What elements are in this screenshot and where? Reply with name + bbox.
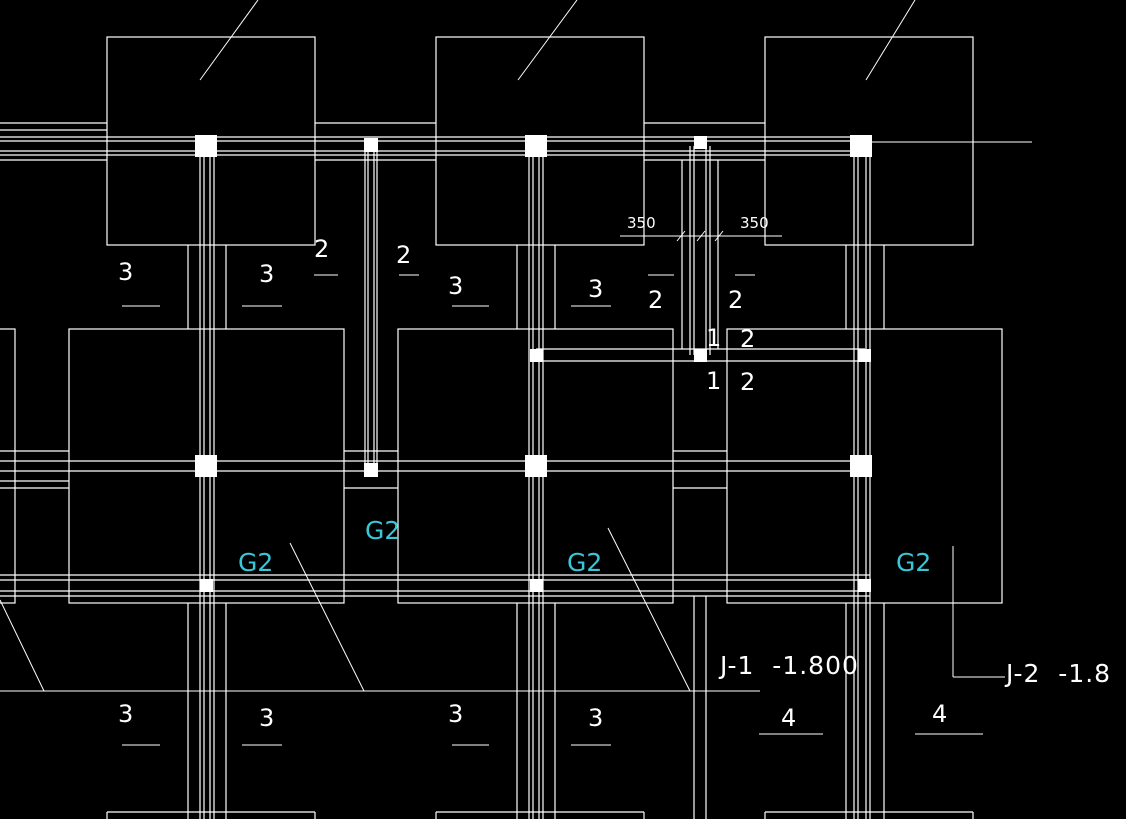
footing-outlines [0, 36, 1003, 819]
rebar-mark: 2 [648, 286, 663, 314]
footing-outline [397, 328, 674, 604]
beam-tags: G2 G2 G2 G2 [238, 516, 931, 577]
footing-labels: J-1 -1.800 J-2 -1.8 [718, 651, 1111, 688]
footing-outline [68, 328, 345, 604]
column-large[interactable] [525, 135, 547, 157]
footing-outline [0, 328, 16, 604]
leader-lines [0, 0, 1005, 692]
column-small[interactable] [364, 138, 378, 152]
rebar-mark: 3 [118, 258, 133, 286]
footing-label-j2[interactable]: J-2 -1.8 [1004, 659, 1111, 688]
dimension-value-right: 350 [740, 214, 769, 232]
column-large[interactable] [195, 455, 217, 477]
column-large[interactable] [195, 135, 217, 157]
rebar-mark: 1 [706, 367, 721, 395]
rebar-mark: 2 [740, 368, 755, 396]
rebar-marks: 3 3 2 2 3 3 2 2 1 2 1 2 3 3 3 3 4 4 [118, 235, 983, 746]
rebar-mark: 3 [588, 275, 603, 303]
rebar-mark: 2 [396, 241, 411, 269]
rebar-mark: 3 [259, 704, 274, 732]
horizontal-beams [0, 122, 1032, 692]
dimension-annotation: 350 350 [620, 214, 782, 242]
column-large[interactable] [525, 455, 547, 477]
rebar-mark: 2 [314, 235, 329, 263]
column-small[interactable] [694, 136, 707, 149]
rebar-mark: 1 [706, 324, 721, 352]
beam-tag[interactable]: G2 [238, 548, 273, 577]
vertical-beams [187, 146, 885, 819]
columns [195, 135, 872, 592]
beam-tag[interactable]: G2 [365, 516, 400, 545]
footing-outline [726, 328, 1003, 604]
column-small[interactable] [858, 579, 871, 592]
rebar-mark: 3 [118, 700, 133, 728]
rebar-mark: 3 [448, 272, 463, 300]
column-small[interactable] [530, 349, 543, 362]
rebar-mark: 4 [781, 704, 796, 732]
column-small[interactable] [200, 579, 213, 592]
dimension-value-left: 350 [627, 214, 656, 232]
column-small[interactable] [858, 349, 871, 362]
footing-label-j1[interactable]: J-1 -1.800 [718, 651, 859, 680]
beam-tag[interactable]: G2 [567, 548, 602, 577]
rebar-mark: 2 [728, 286, 743, 314]
column-small[interactable] [530, 579, 543, 592]
column-large[interactable] [850, 135, 872, 157]
rebar-mark: 4 [932, 700, 947, 728]
rebar-mark: 3 [259, 260, 274, 288]
beam-tag[interactable]: G2 [896, 548, 931, 577]
rebar-mark: 3 [588, 704, 603, 732]
rebar-mark: 2 [740, 325, 755, 353]
column-small[interactable] [364, 463, 378, 477]
rebar-mark: 3 [448, 700, 463, 728]
column-large[interactable] [850, 455, 872, 477]
column-small[interactable] [694, 349, 707, 362]
